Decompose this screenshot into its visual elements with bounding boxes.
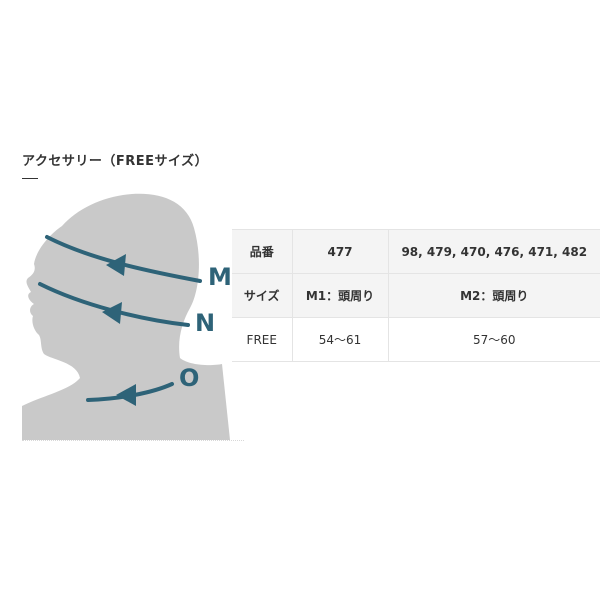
- header-label-cell: 品番: [232, 229, 293, 274]
- header-col1-cell: 477: [292, 229, 389, 274]
- figure-divider: [22, 440, 244, 441]
- title-underline: [22, 178, 38, 179]
- free-col2-cell: 57～60: [388, 317, 600, 362]
- free-label-cell: FREE: [232, 317, 293, 362]
- head-silhouette: [22, 193, 230, 440]
- table-row-size: サイズ M1：頭周り M2：頭周り: [232, 273, 600, 318]
- table-row-free: FREE 54～61 57～60: [232, 317, 600, 362]
- free-col1-cell: 54～61: [292, 317, 389, 362]
- section-title: アクセサリー（FREEサイズ）: [22, 154, 209, 169]
- size-col1-cell: M1：頭周り: [292, 273, 389, 318]
- m-arrow-head: [106, 254, 126, 276]
- table-header-row: 品番 477 98, 479, 470, 476, 471, 482: [232, 229, 600, 274]
- size-table: 品番 477 98, 479, 470, 476, 471, 482 サイズ M…: [232, 229, 600, 362]
- n-arrow-head: [102, 302, 122, 324]
- n-label: N: [195, 309, 215, 337]
- o-label: O: [179, 364, 199, 392]
- size-label-cell: サイズ: [232, 273, 293, 318]
- size-col2-cell: M2：頭周り: [388, 273, 600, 318]
- head-measurement-diagram: M N O: [22, 193, 232, 440]
- header-col2-cell: 98, 479, 470, 476, 471, 482: [388, 229, 600, 274]
- m-label: M: [208, 263, 232, 291]
- o-arrow-head: [116, 384, 136, 406]
